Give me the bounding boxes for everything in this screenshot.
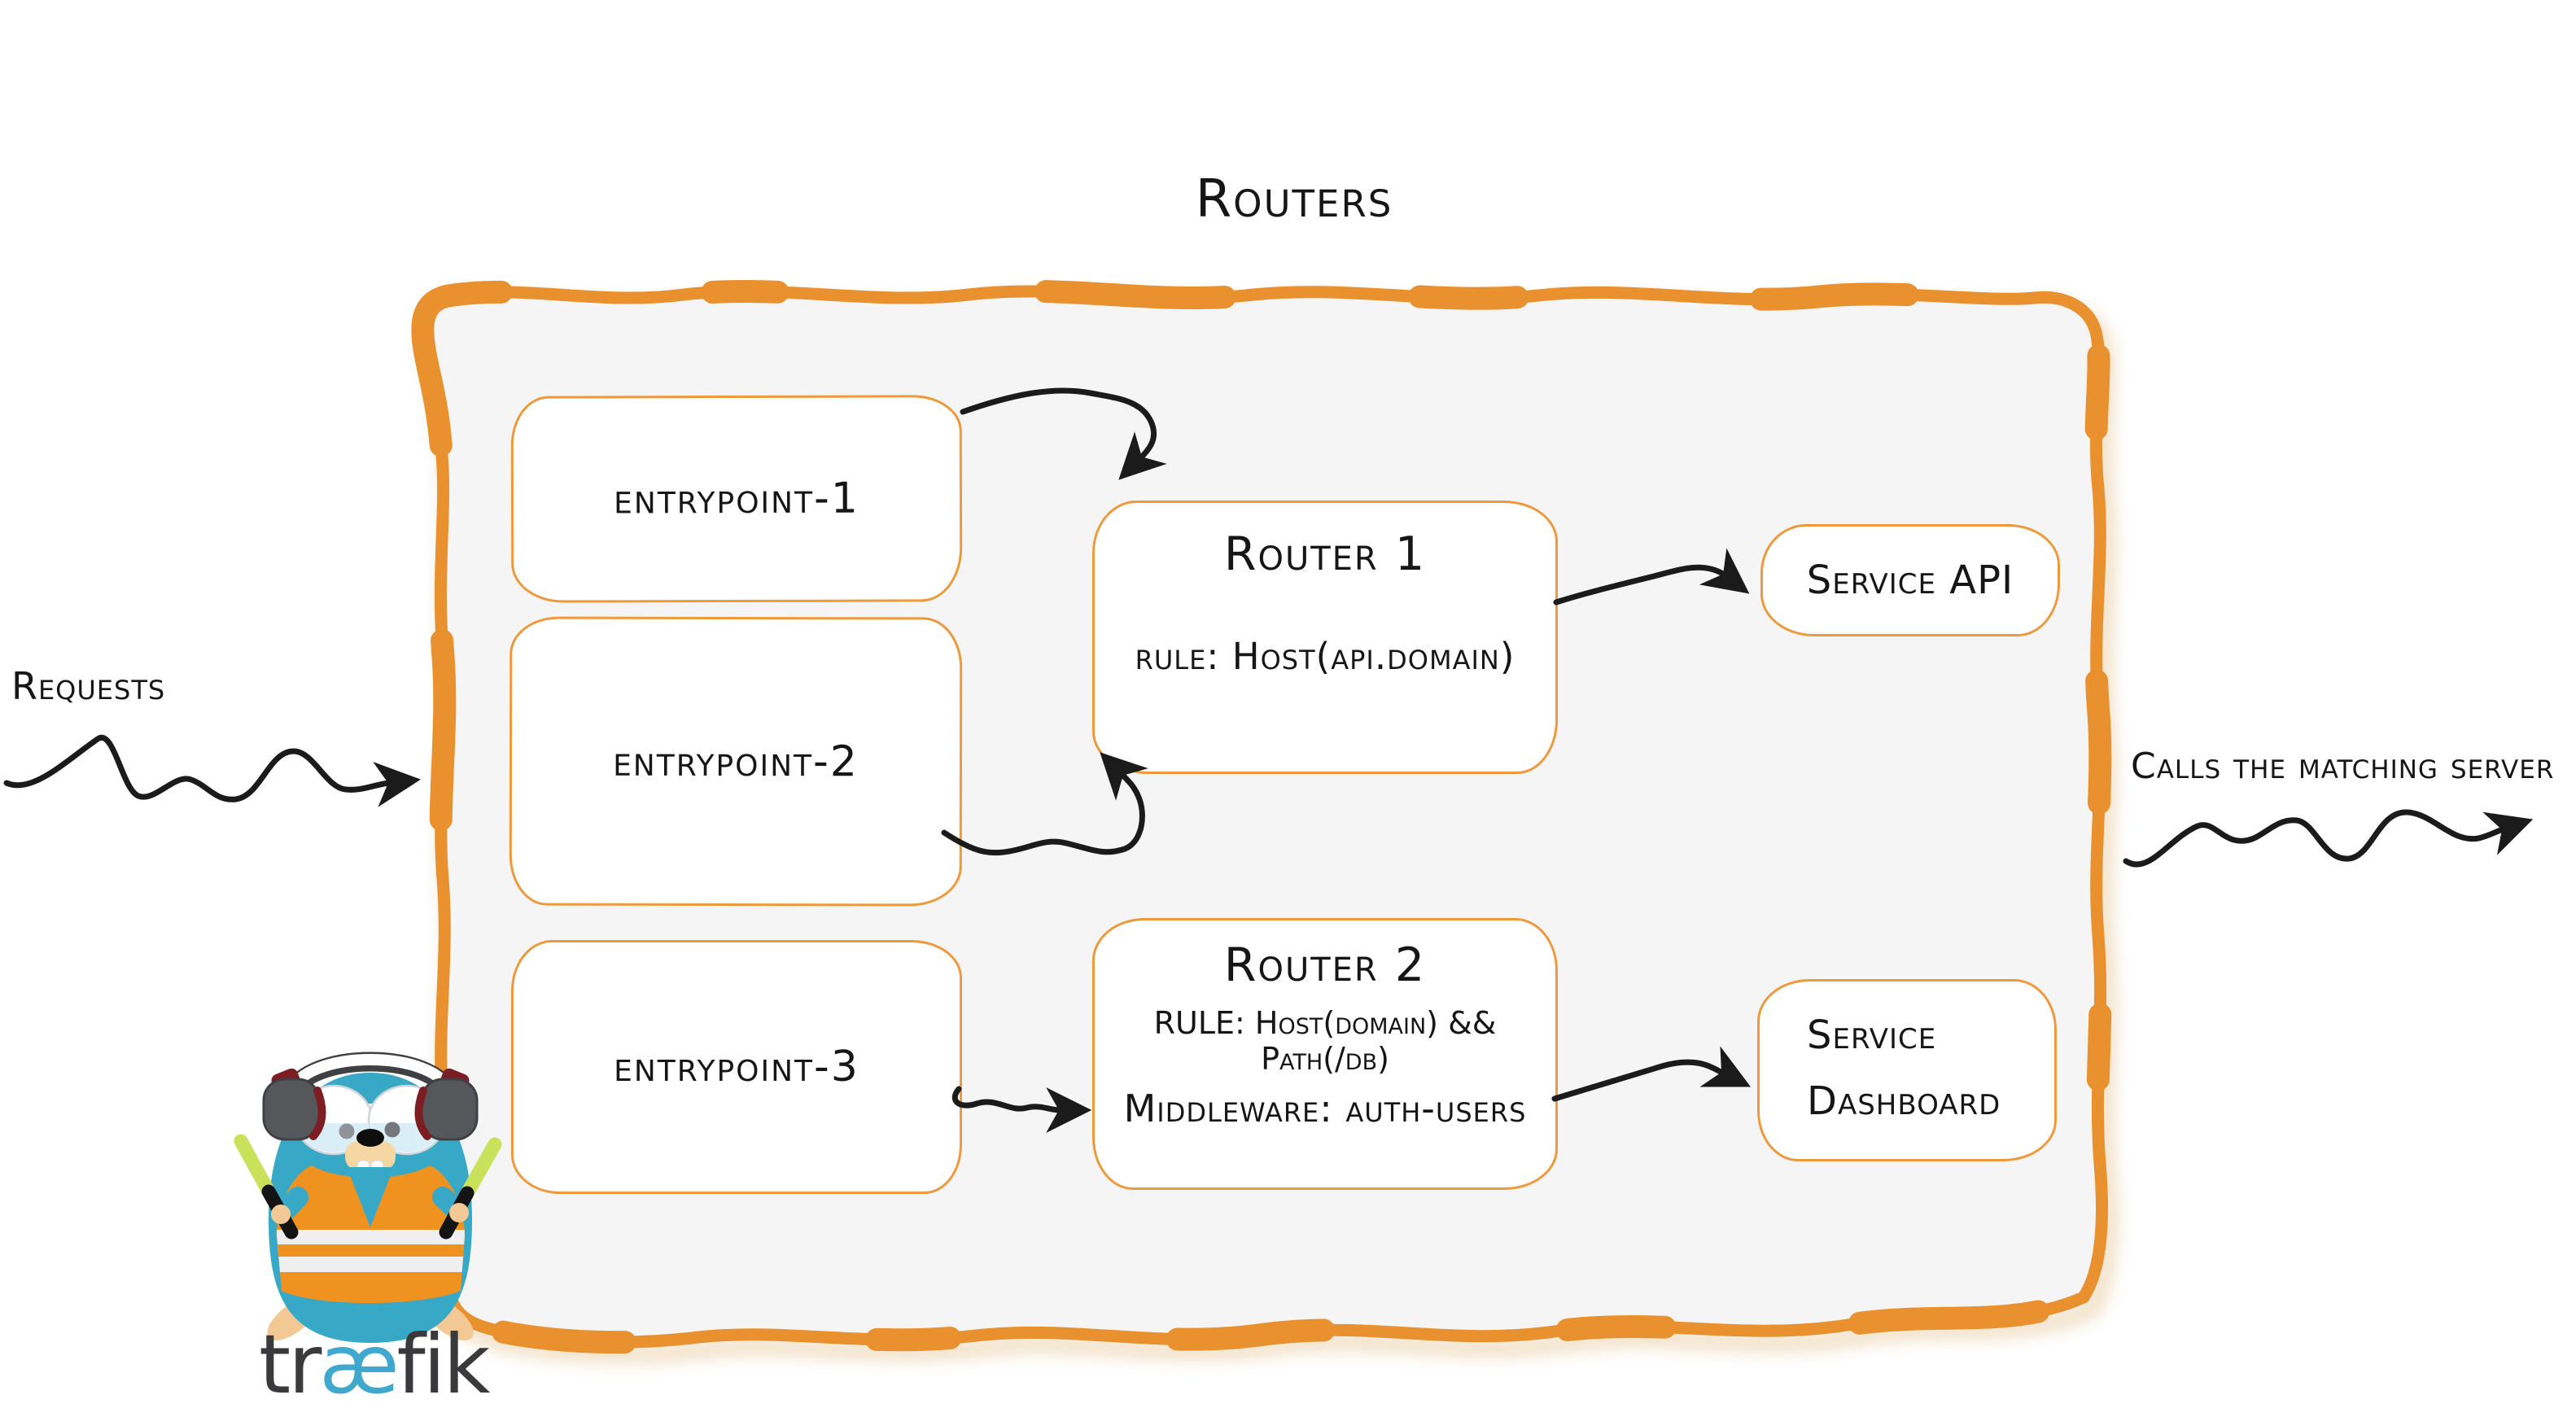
service-api-box: Service API	[1760, 524, 2060, 636]
arrow-entrypoint1-to-router1	[960, 387, 1167, 480]
router-2-rule: RULE: Host(domain) && Path(/db)	[1153, 1005, 1497, 1077]
router-2-middleware: Middleware: auth-users	[1123, 1087, 1527, 1130]
gopher-right-pupil	[384, 1122, 400, 1138]
wordmark-tr: tr	[259, 1317, 321, 1408]
router-2-box: Router 2 RULE: Host(domain) && Path(/db)…	[1092, 918, 1558, 1190]
wordmark-fik: fik	[396, 1317, 491, 1408]
service-dashboard-label-line1: Service	[1807, 1012, 1937, 1058]
entrypoint-2-box: entrypoint-2	[509, 616, 963, 907]
traefik-gopher-mascot	[234, 1052, 502, 1343]
right-light-stick	[460, 1137, 502, 1200]
requests-label: Requests	[11, 664, 166, 708]
gopher-right-hand	[449, 1203, 469, 1222]
arrow-router1-to-service-api	[1553, 548, 1750, 606]
service-api-label: Service API	[1806, 558, 2014, 603]
service-dashboard-label-line2: Dashboard	[1807, 1078, 2001, 1124]
arrow-requests	[3, 734, 421, 807]
calls-label: Calls the matching server	[2131, 746, 2555, 787]
service-dashboard-box: Service Dashboard	[1757, 979, 2057, 1161]
gopher-nose	[356, 1129, 384, 1147]
arrow-entrypoint3-to-router2	[951, 1086, 1092, 1133]
gopher-chest	[347, 1167, 394, 1227]
left-light-stick	[234, 1134, 276, 1199]
gopher-left-pupil	[339, 1123, 355, 1139]
router-1-title: Router 1	[1223, 527, 1427, 581]
gopher-left-hand	[271, 1205, 291, 1224]
arrow-entrypoint2-to-router1	[941, 752, 1148, 856]
entrypoint-3-box: entrypoint-3	[511, 940, 962, 1194]
router-1-rule: rule: Host(api.domain)	[1135, 635, 1515, 678]
wordmark-ae: æ	[319, 1317, 399, 1408]
router-2-title: Router 2	[1223, 938, 1427, 992]
diagram-title: Routers	[1195, 169, 1393, 230]
arrow-router2-to-service-dashboard	[1551, 1046, 1752, 1102]
traefik-wordmark: træfik	[259, 1317, 491, 1408]
entrypoint-1-box: entrypoint-1	[510, 395, 963, 603]
gopher-headphones	[262, 1052, 479, 1141]
arrow-calls-the-matching-server	[2123, 809, 2534, 868]
gopher-safety-vest	[277, 1165, 465, 1303]
entrypoint-2-label: entrypoint-2	[613, 737, 859, 786]
entrypoint-1-label: entrypoint-1	[614, 474, 859, 524]
gopher-light-sticks	[234, 1134, 502, 1240]
entrypoint-3-label: entrypoint-3	[614, 1043, 859, 1091]
router-1-box: Router 1 rule: Host(api.domain)	[1092, 501, 1558, 774]
